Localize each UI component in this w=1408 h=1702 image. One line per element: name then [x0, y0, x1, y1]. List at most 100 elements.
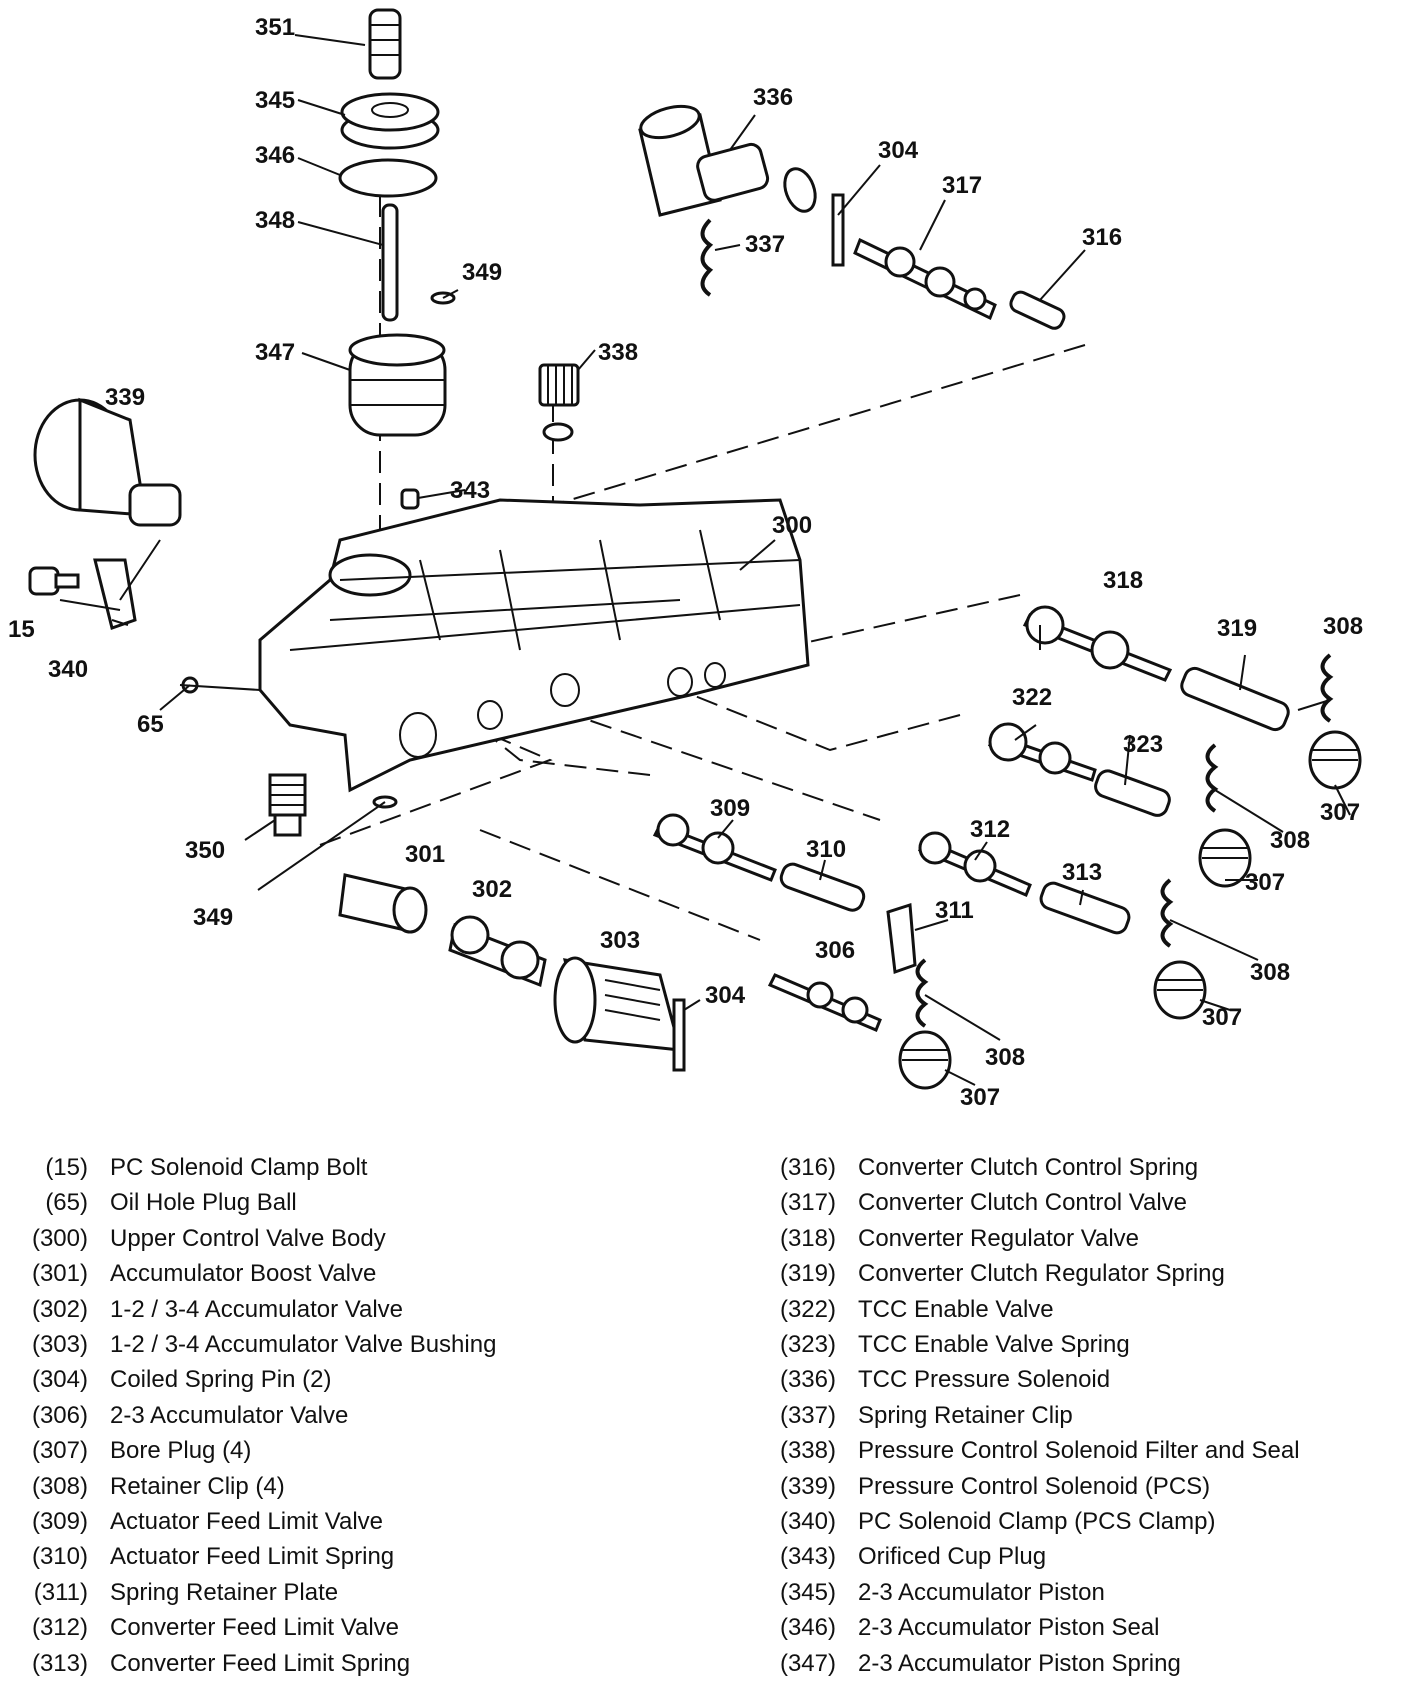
regulator-spring-319 [1180, 666, 1290, 732]
legend-label: Converter Clutch Regulator Spring [858, 1260, 1225, 1288]
callout-308-b: 308 [1270, 827, 1310, 854]
legend-code: (301) [31, 1260, 88, 1288]
legend-label: TCC Pressure Solenoid [858, 1366, 1111, 1394]
converter-clutch-valve-317 [853, 237, 997, 321]
legend-label: Bore Plug (4) [110, 1437, 252, 1465]
callout-338: 338 [598, 339, 638, 366]
spring-retainer-clip-337 [700, 218, 714, 297]
legend-code: (317) [779, 1189, 836, 1217]
orificed-cup-plug-343 [400, 488, 420, 510]
callout-345: 345 [255, 87, 295, 114]
legend-label: Converter Clutch Control Spring [858, 1154, 1199, 1181]
callout-319: 319 [1217, 615, 1257, 642]
legend-code: (340) [779, 1508, 836, 1536]
legend-code: (323) [779, 1331, 836, 1359]
legend-code: (312) [31, 1614, 88, 1642]
legend-item: (312)Converter Feed Limit Valve [22, 1610, 496, 1645]
callout-304-top: 304 [878, 137, 919, 164]
accumulator-spring-347 [348, 333, 447, 437]
exploded-diagram: 351 345 346 348 349 347 336 304 317 337 … [8, 8, 1363, 1111]
legend-code: (322) [779, 1295, 836, 1323]
legend-label: Upper Control Valve Body [110, 1224, 386, 1252]
bore-plug-307c [1153, 960, 1207, 1020]
legend-label: 2-3 Accumulator Piston [858, 1578, 1105, 1606]
callout-336: 336 [753, 84, 793, 111]
callout-347: 347 [255, 339, 295, 366]
legend-code: (310) [31, 1543, 88, 1571]
legend-code: (311) [33, 1578, 88, 1606]
legend-code: (306) [31, 1401, 88, 1429]
legend-item: (15)PC Solenoid Clamp Bolt [22, 1150, 496, 1185]
callout-351: 351 [255, 14, 295, 41]
legend-label: Coiled Spring Pin (2) [110, 1366, 332, 1394]
callout-307-a: 307 [1320, 799, 1360, 826]
clamp-bolt-15 [28, 566, 80, 596]
legend-code: (307) [31, 1437, 88, 1465]
legend-code: (318) [779, 1224, 836, 1252]
legend-code: (309) [31, 1508, 88, 1536]
actuator-spring-310 [779, 862, 866, 912]
legend-item: (307) Bore Plug (4) [22, 1433, 496, 1468]
accumulator-pin-348 [381, 203, 399, 322]
legend-item: (343)Orificed Cup Plug [770, 1539, 1300, 1574]
callout-302: 302 [472, 876, 512, 903]
tcc-pressure-solenoid-336 [638, 104, 817, 217]
callout-308-a: 308 [1323, 613, 1363, 640]
callout-300: 300 [772, 512, 812, 539]
legend-code: (300) [31, 1224, 88, 1252]
callout-301: 301 [405, 841, 445, 868]
legend-item: (313)Converter Feed Limit Spring [22, 1646, 496, 1681]
legend-item: (304) Coiled Spring Pin (2) [22, 1362, 496, 1397]
legend-item: (322)TCC Enable Valve [770, 1292, 1300, 1327]
legend-code: (304) [31, 1366, 88, 1394]
callout-349-bottom: 349 [193, 904, 233, 931]
legend-code: (302) [31, 1295, 88, 1323]
legend-item: (301) Accumulator Boost Valve [22, 1256, 496, 1291]
callout-340: 340 [48, 656, 88, 683]
callout-312: 312 [970, 816, 1010, 843]
legend-label: Pressure Control Solenoid Filter and Sea… [858, 1437, 1300, 1465]
feed-limit-spring-313 [1039, 881, 1131, 935]
coiled-pin-304b [672, 998, 686, 1072]
legend-code: (65) [45, 1189, 88, 1217]
legend-item: (338) Pressure Control Solenoid Filter an… [770, 1433, 1300, 1468]
legend-item: (345) 2-3 Accumulator Piston [770, 1575, 1300, 1610]
legend-code: (316) [779, 1154, 836, 1181]
legend-item: (340)PC Solenoid Clamp (PCS Clamp) [770, 1504, 1300, 1539]
legend-label: Pressure Control Solenoid (PCS) [858, 1472, 1211, 1500]
legend-item: (347)2-3 Accumulator Piston Spring [770, 1646, 1300, 1681]
legend-item: (303)1-2 / 3-4 Accumulator Valve Bushing [22, 1327, 496, 1362]
legend-item: (306) 2-3 Accumulator Valve [22, 1398, 496, 1433]
retainer-clip-308c [1160, 878, 1174, 948]
legend-item: (310) Actuator Feed Limit Spring [22, 1539, 496, 1574]
callout-307-b: 307 [1245, 869, 1285, 896]
legend-item: (323) TCC Enable Valve Spring [770, 1327, 1300, 1362]
legend-label: Actuator Feed Limit Spring [110, 1543, 395, 1571]
callout-308-d: 308 [985, 1044, 1025, 1071]
enable-spring-323 [1094, 769, 1171, 817]
retainer-clip-308a [1320, 653, 1334, 723]
legend-label: Actuator Feed Limit Valve [110, 1508, 384, 1536]
tcc-enable-valve-322 [987, 722, 1097, 782]
pcs-filter-338 [538, 363, 580, 442]
legend-item: (65)Oil Hole Plug Ball [22, 1185, 496, 1220]
callout-349-top: 349 [462, 259, 502, 286]
legend-label: TCC Enable Valve Spring [858, 1331, 1130, 1359]
retainer-clip-308d [915, 958, 929, 1028]
legend-label: Converter Regulator Valve [858, 1224, 1140, 1252]
piston-seal-346 [338, 158, 438, 198]
callout-337: 337 [745, 231, 785, 258]
callout-308-c: 308 [1250, 959, 1290, 986]
legend-label: Accumulator Boost Valve [110, 1260, 377, 1288]
legend-code: (339) [779, 1472, 836, 1500]
legend-item: (319)Converter Clutch Regulator Spring [770, 1256, 1300, 1291]
valve-bushing-303 [553, 956, 683, 1052]
legend-code: (345) [779, 1578, 836, 1606]
callout-323: 323 [1123, 731, 1163, 758]
callout-303: 303 [600, 927, 640, 954]
legend-code: (338) [779, 1437, 836, 1465]
legend-label: 2-3 Accumulator Valve [110, 1401, 349, 1429]
callout-343: 343 [450, 477, 490, 504]
callout-311: 311 [935, 897, 974, 924]
legend-code: (308) [31, 1472, 88, 1500]
